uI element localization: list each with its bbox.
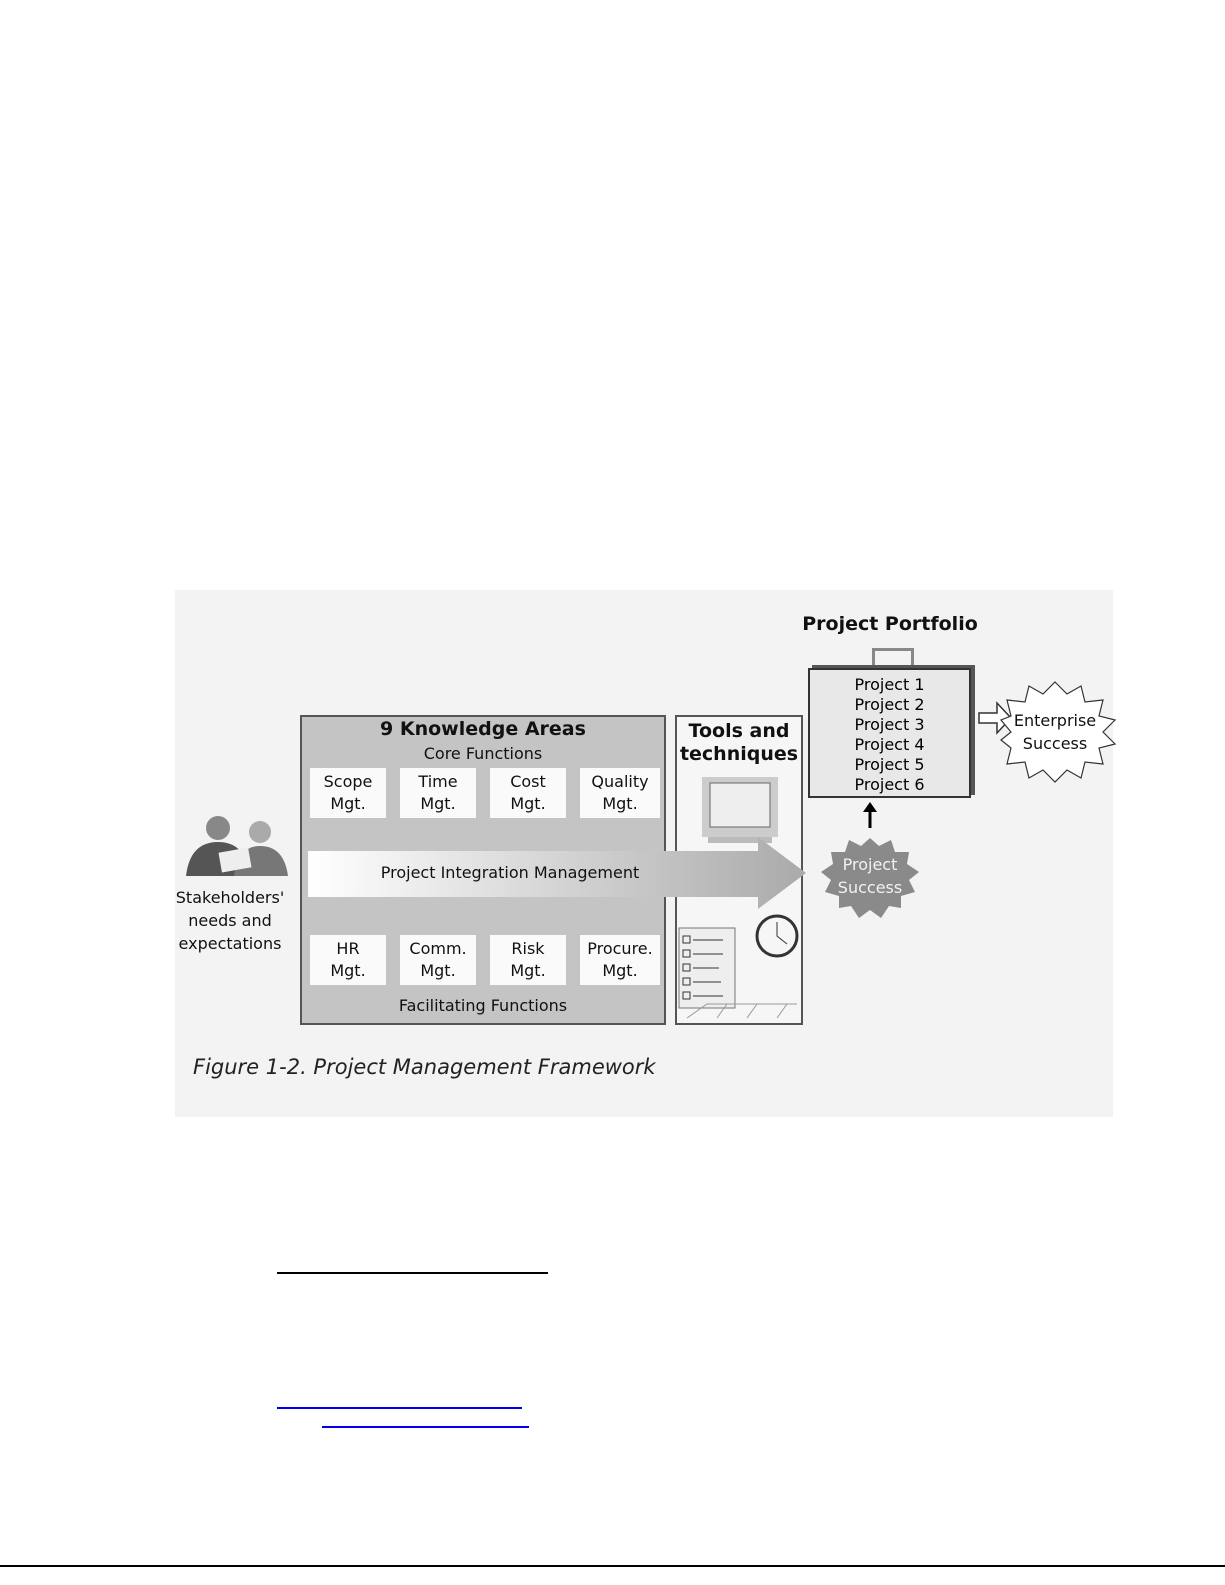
area-suffix: Mgt. [602, 961, 638, 980]
facilitating-functions-label: Facilitating Functions [398, 996, 568, 1015]
project-item: Project 4 [854, 735, 925, 754]
footnote-link[interactable] [277, 1407, 522, 1409]
project-item: Project 6 [854, 775, 925, 794]
facilitating-area-box: HR Mgt. [310, 935, 386, 985]
enterprise-starburst-icon [978, 681, 1117, 783]
project-success-label: Project Success [825, 853, 915, 899]
area-suffix: Mgt. [510, 961, 546, 980]
stakeholders-label: Stakeholders' needs and expectations [165, 886, 295, 955]
facilitating-area-box: Comm. Mgt. [400, 935, 476, 985]
area-suffix: Mgt. [330, 961, 366, 980]
area-name: Comm. [409, 939, 467, 958]
stakeholders-people-icon [186, 816, 288, 876]
project-item: Project 2 [854, 695, 925, 714]
area-name: Procure. [587, 939, 653, 958]
stakeholders-line: needs and [188, 911, 272, 930]
area-name: Quality [591, 772, 649, 791]
tools-title: Tools and techniques [675, 720, 803, 766]
project-item: Project 1 [854, 675, 925, 694]
area-suffix: Mgt. [602, 794, 638, 813]
footnote-link[interactable] [322, 1426, 529, 1428]
enterprise-success-label: Enterprise Success [1000, 709, 1110, 755]
briefcase-handle-icon [872, 648, 914, 668]
integration-label: Project Integration Management [380, 863, 640, 882]
footnote-separator [277, 1272, 548, 1274]
area-suffix: Mgt. [510, 794, 546, 813]
page-bottom-border [0, 1565, 1225, 1567]
project-item: Project 5 [854, 755, 925, 774]
enterprise-line: Enterprise [1013, 711, 1097, 730]
facilitating-area-box: Procure. Mgt. [580, 935, 660, 985]
area-name: Cost [510, 772, 546, 791]
area-name: Scope [323, 772, 373, 791]
area-name: Time [418, 772, 458, 791]
area-suffix: Mgt. [330, 794, 366, 813]
techniques-line: techniques [679, 743, 799, 765]
knowledge-areas-title: 9 Knowledge Areas [380, 718, 586, 740]
project-success-starburst-icon [821, 802, 919, 918]
area-suffix: Mgt. [420, 794, 456, 813]
tools-line: Tools and [688, 720, 790, 742]
stakeholders-line: Stakeholders' [175, 888, 285, 907]
area-name: HR [336, 939, 360, 958]
area-name: Risk [511, 939, 545, 958]
core-functions-label: Core Functions [423, 744, 543, 763]
stakeholders-line: expectations [178, 934, 282, 953]
project-item: Project 3 [854, 715, 925, 734]
project-line: Project [842, 855, 898, 874]
checklist-clock-icon [678, 914, 799, 1019]
portfolio-title: Project Portfolio [802, 613, 978, 635]
area-suffix: Mgt. [420, 961, 456, 980]
portfolio-briefcase: Project 1 Project 2 Project 3 Project 4 … [808, 668, 971, 798]
computer-icon [702, 777, 778, 843]
integration-arrow-icon [308, 837, 806, 909]
figure-caption: Figure 1-2. Project Management Framework [193, 1055, 656, 1079]
success-line: Success [837, 878, 903, 897]
success-line: Success [1022, 734, 1088, 753]
